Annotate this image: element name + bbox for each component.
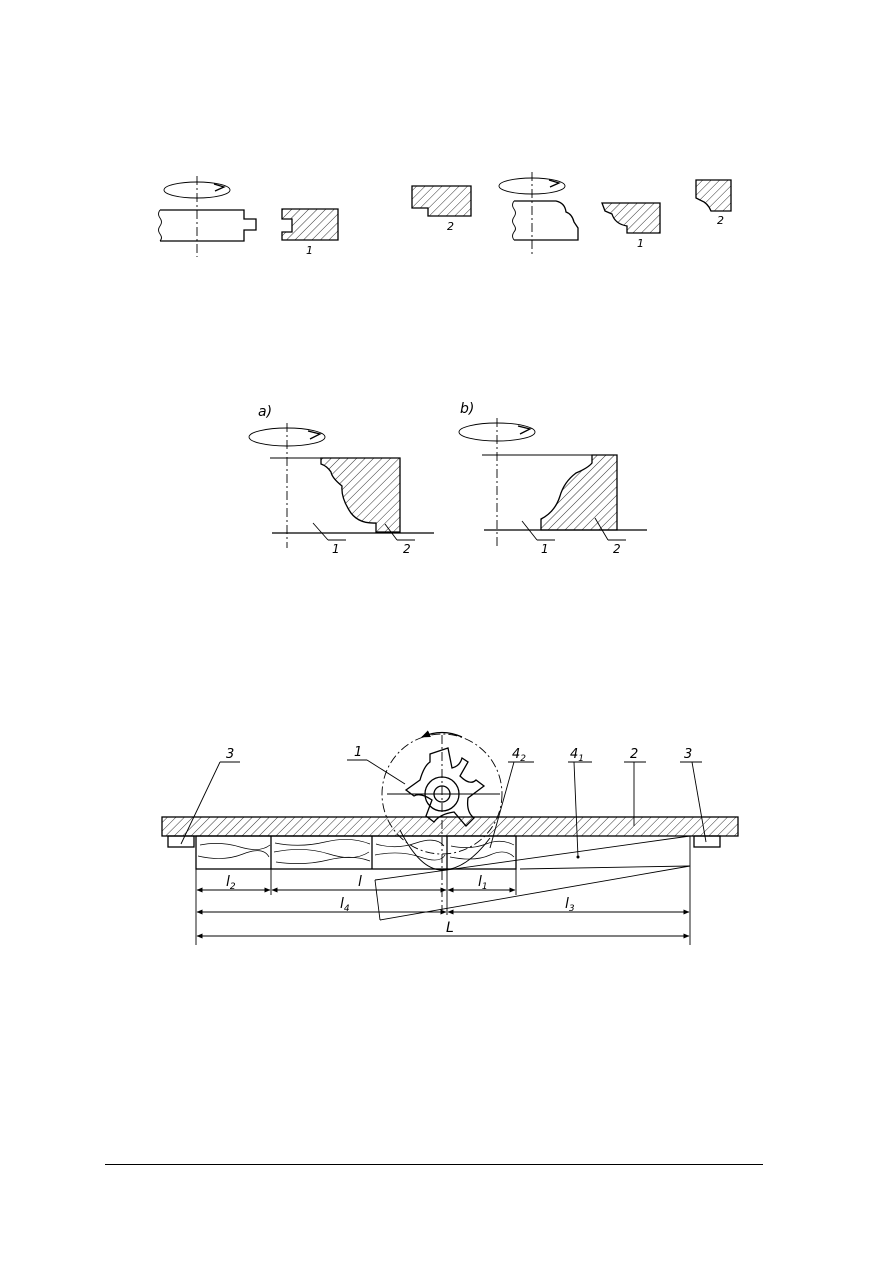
dim-l3: l3	[565, 896, 575, 914]
cutter-head	[381, 730, 503, 910]
label-piece-1: 1	[306, 244, 313, 257]
label-board: 2	[630, 747, 638, 762]
dim-L: L	[446, 920, 454, 936]
label-piece-2b: 2	[717, 214, 724, 227]
label-piece-2: 2	[447, 220, 454, 233]
profile-step-piece: 2	[411, 185, 472, 233]
label-piece-1b: 1	[637, 237, 644, 250]
board	[161, 816, 739, 837]
panel-a-title: a)	[258, 404, 272, 420]
dim-l2: l2	[226, 874, 236, 892]
profile-groove-piece: 1	[281, 208, 339, 257]
figure-2-panel-a: a) 1 2	[248, 404, 434, 556]
label-support-right: 3	[684, 747, 692, 762]
figure-2-panel-b: b) 1 2	[458, 401, 647, 556]
workpieces	[195, 835, 517, 870]
dim-l1: l1	[478, 874, 488, 892]
dim-l: l	[358, 874, 362, 890]
panel-a-label-2: 2	[403, 542, 411, 556]
profile-molding-piece-1: 1	[601, 202, 661, 250]
cutter-tenon	[158, 176, 257, 257]
support-left	[167, 835, 195, 848]
panel-b-label-2: 2	[613, 542, 621, 556]
figure-1-profiles: 1 2 1 2	[158, 172, 732, 257]
label-support-left: 3	[226, 747, 234, 762]
profile-molding-piece-2: 2	[695, 179, 732, 227]
figure-3-milling-setup: 3 1 42 41 2 3 l2 l	[161, 730, 739, 945]
cutter-molding	[498, 172, 579, 255]
label-cutter: 1	[354, 745, 362, 760]
support-right	[693, 835, 721, 848]
dimension-lines: l2 l l1 l4 l3 L	[195, 866, 691, 945]
panel-a-label-1: 1	[332, 542, 340, 556]
dim-l4: l4	[340, 896, 350, 914]
label-guide-4-1: 41	[570, 747, 584, 764]
footer-rule	[105, 1164, 763, 1165]
label-guide-4-2: 42	[512, 747, 526, 764]
panel-b-title: b)	[460, 401, 474, 417]
panel-b-label-1: 1	[541, 542, 549, 556]
